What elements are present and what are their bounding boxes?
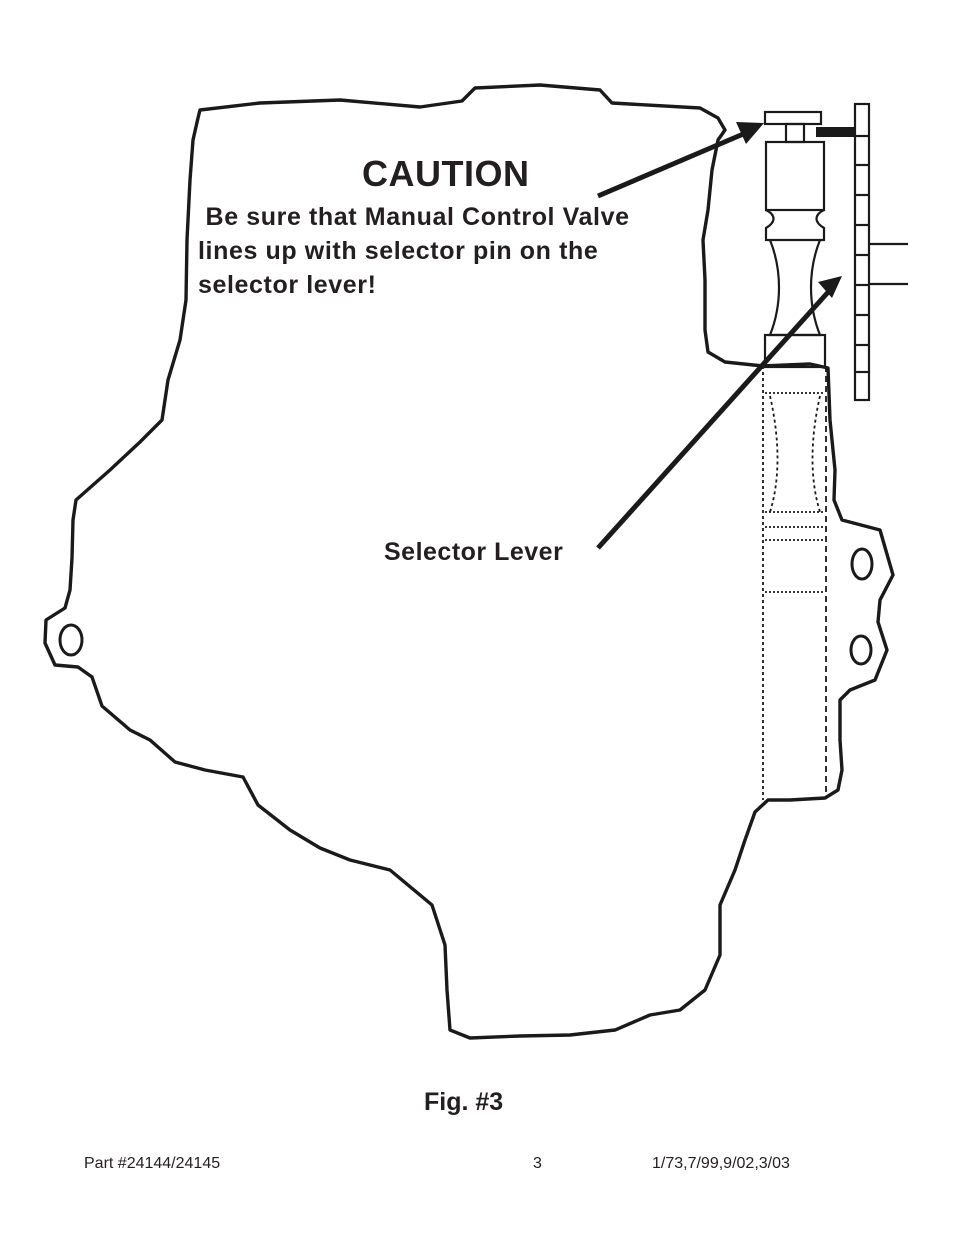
footer-page-number: 3 <box>533 1155 542 1172</box>
mount-hole-left <box>58 623 84 657</box>
manual-control-valve <box>763 110 827 369</box>
caution-line-1: Be sure that Manual Control Valve <box>198 203 630 231</box>
mount-hole-right-lower <box>849 634 873 666</box>
selector-lever-plate <box>853 102 908 402</box>
footer-part-number: Part #24144/24145 <box>84 1155 221 1172</box>
selector-lever-arrow <box>596 276 842 550</box>
figure-caption: Fig. #3 <box>424 1088 504 1116</box>
caution-line-3: selector lever! <box>198 271 377 299</box>
valve-body-hidden-lines <box>762 366 827 800</box>
caution-line-2: lines up with selector pin on the <box>198 237 599 265</box>
selector-pin <box>816 127 856 137</box>
caution-message: Be sure that Manual Control Valve lines … <box>198 200 698 302</box>
mount-hole-right-upper <box>850 547 874 581</box>
housing-outline <box>43 83 895 1040</box>
selector-lever-label: Selector Lever <box>384 538 564 566</box>
caution-arrow <box>597 122 764 199</box>
caution-title: CAUTION <box>362 153 530 194</box>
footer-revision-dates: 1/73,7/99,9/02,3/03 <box>652 1155 790 1172</box>
